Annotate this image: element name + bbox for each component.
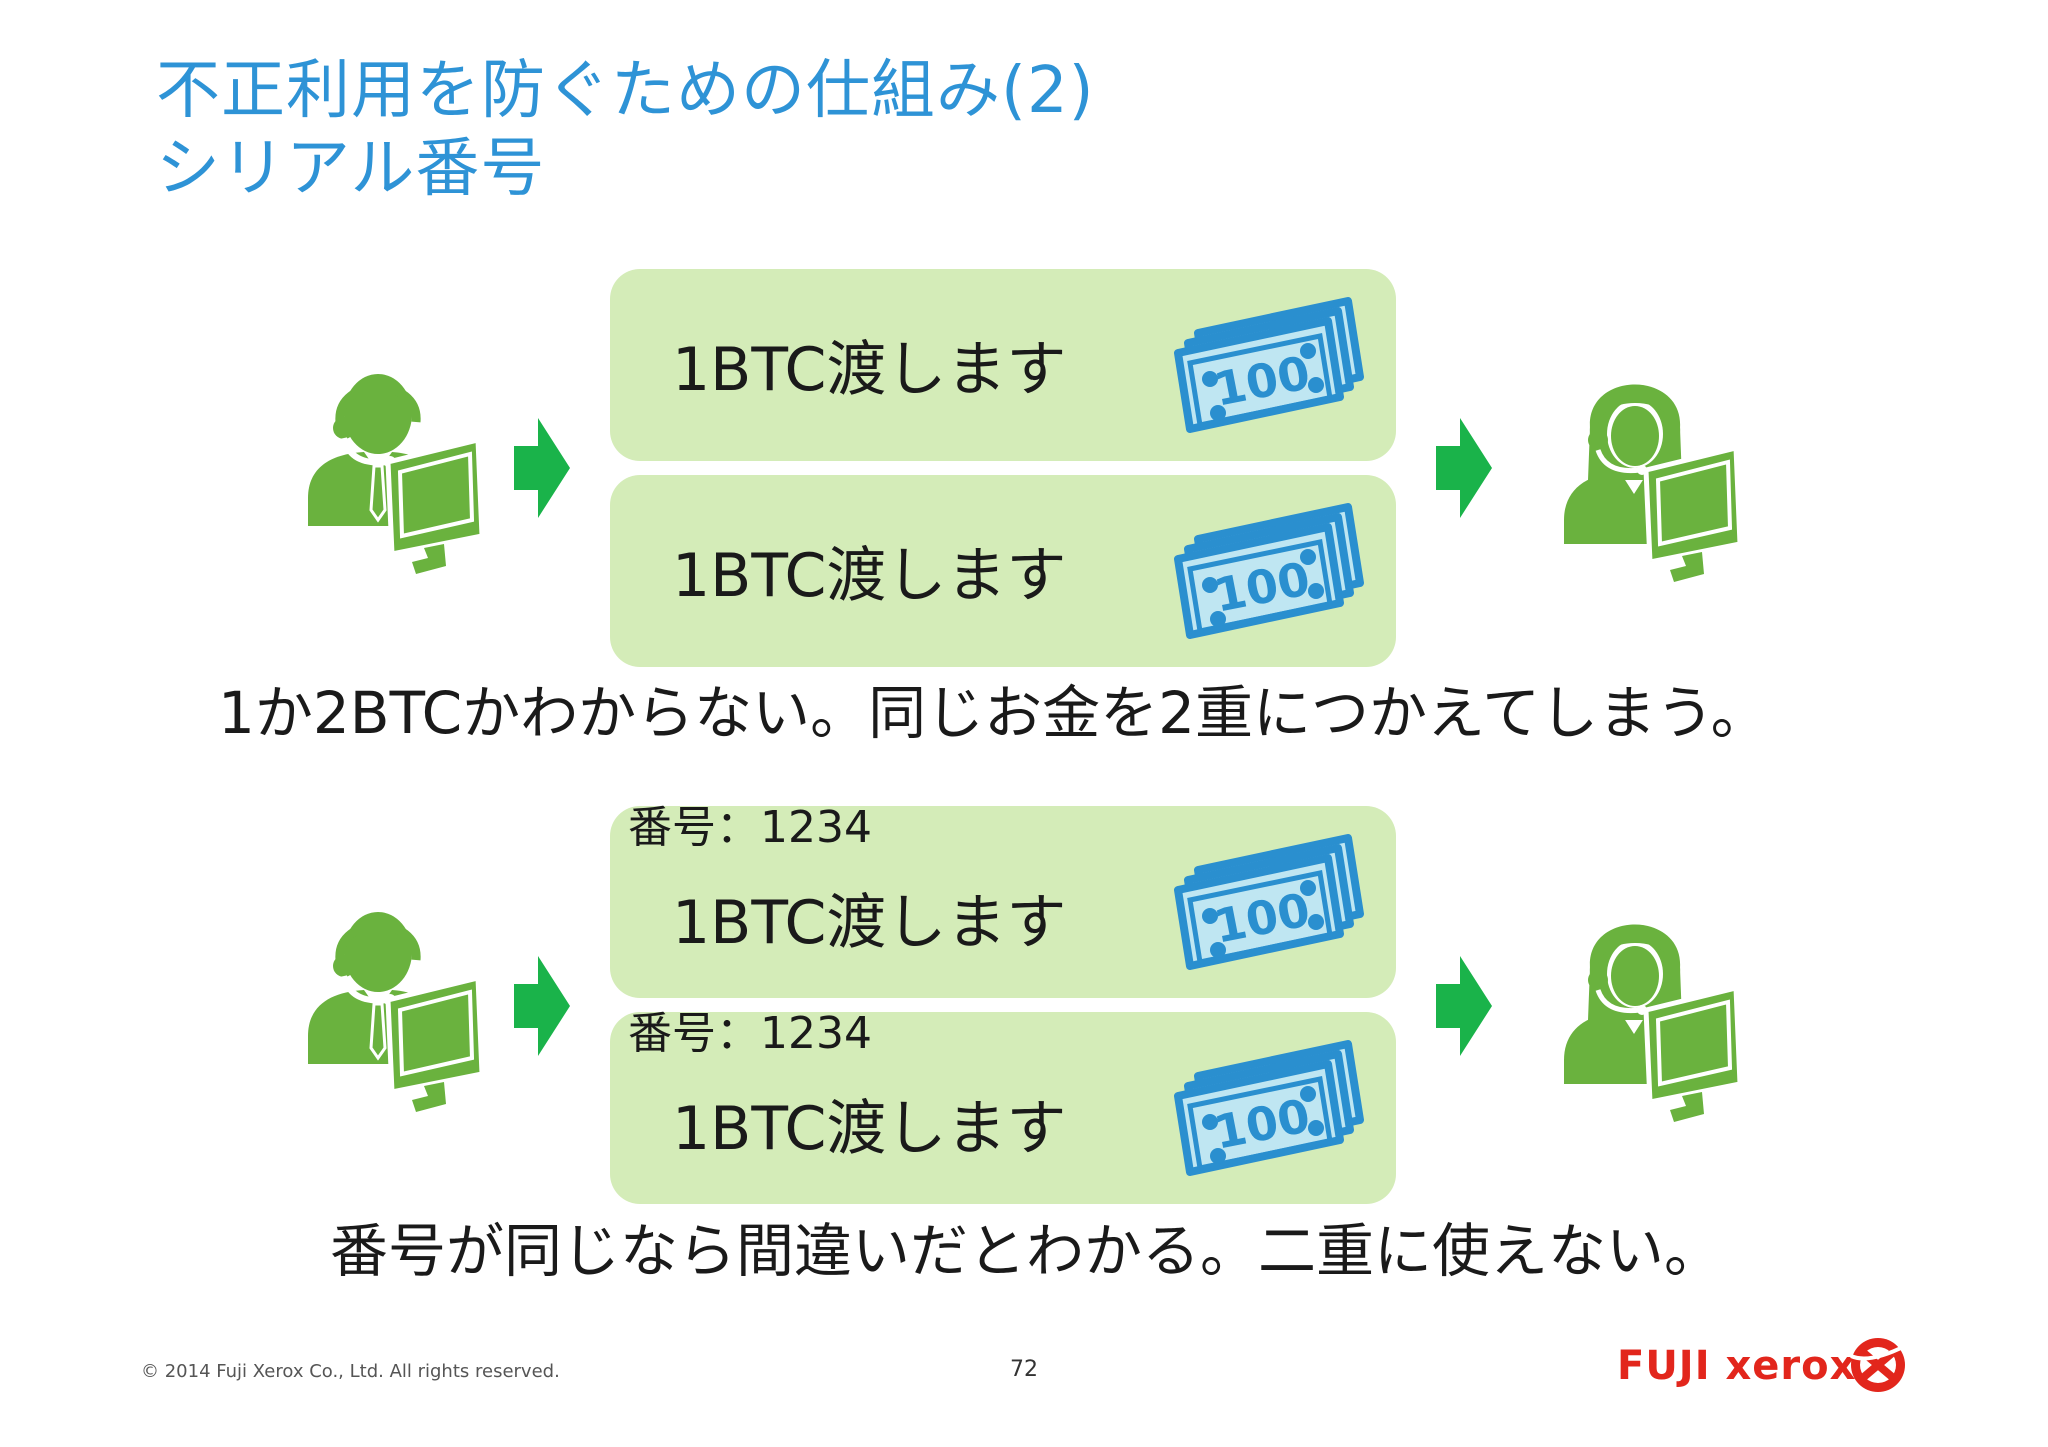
transfer-message: 1BTC渡します xyxy=(672,1094,1067,1164)
banknote-icon xyxy=(1165,1028,1375,1188)
right-arrow-icon xyxy=(514,956,570,1056)
copyright-notice: © 2014 Fuji Xerox Co., Ltd. All rights r… xyxy=(141,1361,560,1382)
transfer-message: 1BTC渡します xyxy=(672,335,1067,405)
right-arrow-icon xyxy=(1436,418,1492,518)
transfer-card: 1BTC渡します xyxy=(610,475,1396,667)
serial-number-label: 番号：1234 xyxy=(628,802,872,853)
slide-title-line1: 不正利用を防ぐための仕組み(2) xyxy=(156,54,1095,128)
right-arrow-icon xyxy=(1436,956,1492,1056)
transfer-message: 1BTC渡します xyxy=(672,541,1067,611)
male-operator-icon xyxy=(292,370,492,580)
caption-double-spend: 1か2BTCかわからない。同じお金を2重につかえてしまう。 xyxy=(218,679,1769,747)
male-operator-icon xyxy=(292,908,492,1118)
company-logo-text: FUJI xerox xyxy=(1617,1343,1857,1389)
female-operator-icon xyxy=(1550,910,1750,1130)
banknote-icon xyxy=(1165,285,1375,445)
banknote-icon xyxy=(1165,822,1375,982)
slide-title: 不正利用を防ぐための仕組み(2) シリアル番号 xyxy=(156,52,1095,208)
transfer-card-serial: 番号：1234 1BTC渡します xyxy=(610,1008,1396,1204)
page-number: 72 xyxy=(1010,1357,1038,1382)
slide-title-line2: シリアル番号 xyxy=(156,132,546,206)
female-operator-icon xyxy=(1550,370,1750,590)
serial-number-label: 番号：1234 xyxy=(628,1008,872,1059)
caption-serial-detection: 番号が同じなら間違いだとわかる。二重に使えない。 xyxy=(330,1217,1723,1285)
transfer-card: 1BTC渡します xyxy=(610,269,1396,461)
right-arrow-icon xyxy=(514,418,570,518)
fuji-xerox-logo-icon xyxy=(1850,1338,1906,1392)
transfer-card-serial: 番号：1234 1BTC渡します xyxy=(610,802,1396,998)
transfer-message: 1BTC渡します xyxy=(672,888,1067,958)
banknote-icon xyxy=(1165,491,1375,651)
